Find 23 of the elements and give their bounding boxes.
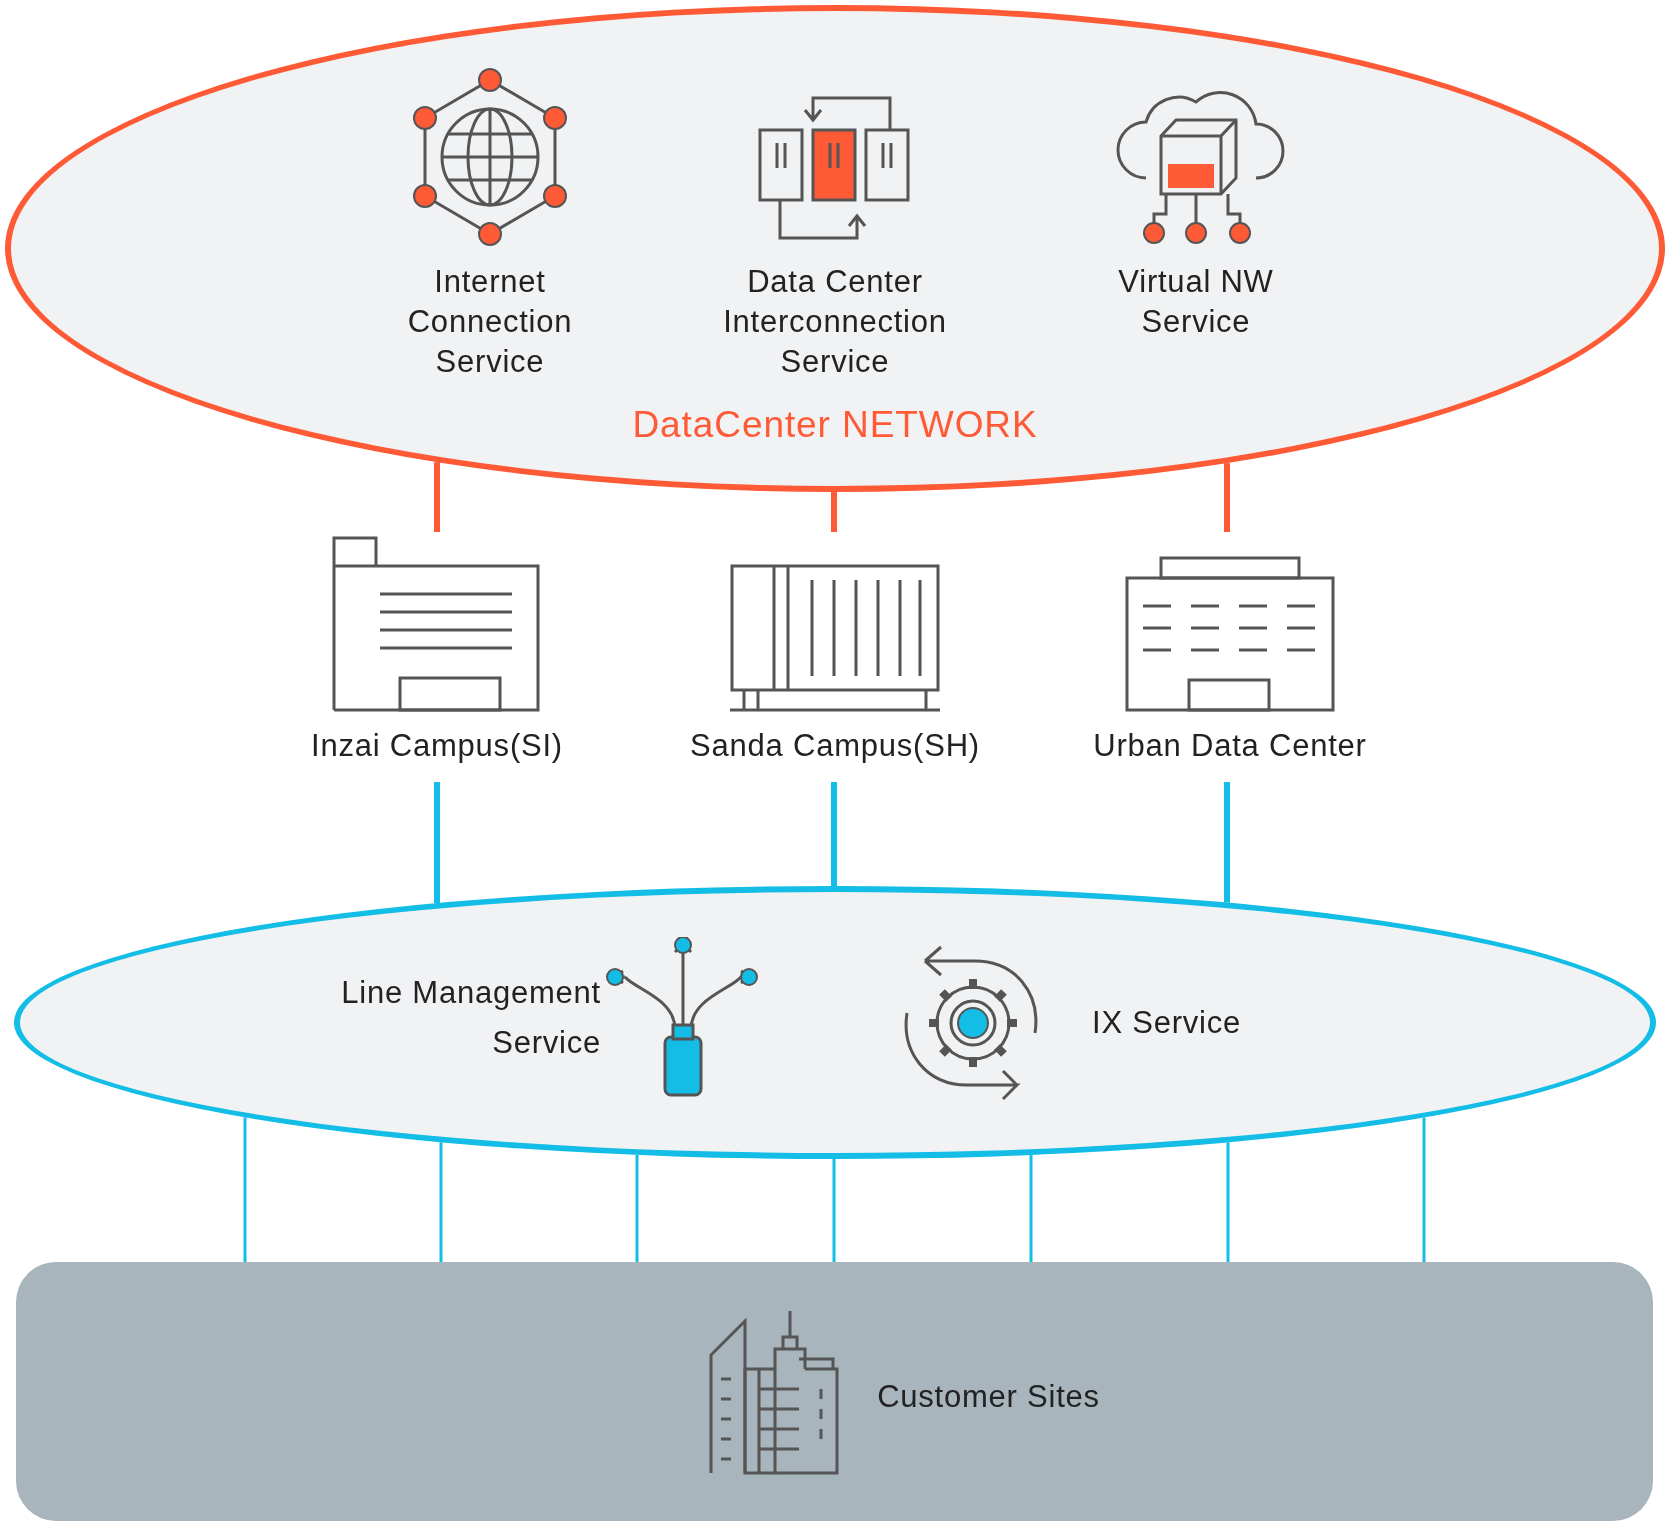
connector-line (635, 1154, 639, 1262)
panel-label: Customer Sites (877, 1377, 1100, 1416)
service-label: IX Service (1092, 1003, 1242, 1042)
connector-line (1422, 1117, 1426, 1262)
site-label: Inzai Campus(SI) (311, 727, 563, 765)
connector-line (831, 492, 837, 532)
connector-line (831, 782, 837, 886)
service-label: Internet Connection Service (406, 263, 574, 381)
site-label: Sanda Campus(SH) (690, 727, 980, 765)
service-label: Data Center Interconnection Service (722, 263, 948, 381)
connector-line (243, 1117, 247, 1262)
connector-line (832, 1159, 836, 1262)
connector-line (434, 462, 440, 532)
connector-line (1029, 1155, 1033, 1262)
service-label: Virtual NW Service (1117, 263, 1275, 341)
service-label: Line Management Service (340, 973, 601, 1062)
connector-line (1226, 1142, 1230, 1262)
connector-line (1224, 463, 1230, 532)
connector-line (439, 1142, 443, 1262)
connector-line (434, 782, 440, 904)
site-label: Urban Data Center (1093, 727, 1367, 765)
network-title: DataCenter NETWORK (632, 403, 1038, 447)
connector-line (1224, 782, 1230, 903)
